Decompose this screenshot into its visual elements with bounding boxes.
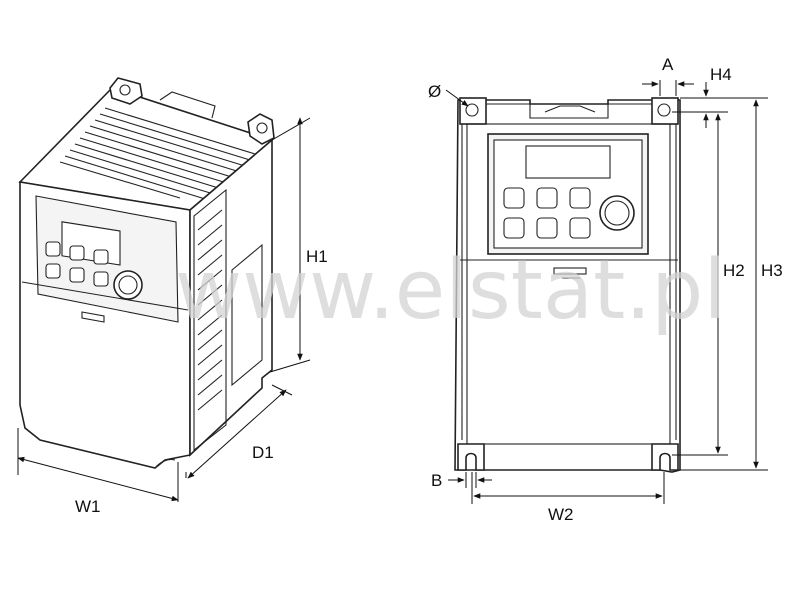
front-lug-top-left bbox=[459, 97, 487, 125]
label-phi: Ø bbox=[428, 82, 441, 101]
label-d1: D1 bbox=[252, 443, 274, 462]
front-lug-top-right bbox=[651, 97, 679, 125]
label-h2: H2 bbox=[723, 261, 745, 280]
front-dimensions bbox=[445, 80, 768, 504]
iso-top-vents bbox=[59, 107, 256, 203]
label-w1: W1 bbox=[75, 497, 101, 516]
label-h1: H1 bbox=[306, 247, 328, 266]
front-knob bbox=[599, 195, 635, 231]
label-a: A bbox=[662, 55, 674, 74]
isometric-view bbox=[18, 77, 275, 469]
front-lug-bottom-right bbox=[651, 443, 679, 471]
iso-dimensions bbox=[17, 117, 311, 502]
front-keypad bbox=[503, 187, 591, 239]
watermark-text: www.elstat.pl bbox=[175, 243, 726, 338]
iso-top-lug-right bbox=[247, 113, 275, 145]
label-b: B bbox=[431, 471, 442, 490]
dimension-labels: W1 D1 H1 W2 H2 H3 H4 A B Ø bbox=[75, 55, 783, 524]
iso-top-lug-left bbox=[109, 77, 143, 105]
front-display bbox=[525, 145, 611, 179]
iso-knob bbox=[113, 270, 143, 300]
label-w2: W2 bbox=[548, 505, 574, 524]
label-h4: H4 bbox=[710, 65, 732, 84]
front-view bbox=[454, 97, 681, 473]
label-h3: H3 bbox=[761, 261, 783, 280]
iso-keypad bbox=[45, 241, 109, 287]
front-lug-bottom-left bbox=[457, 443, 485, 471]
